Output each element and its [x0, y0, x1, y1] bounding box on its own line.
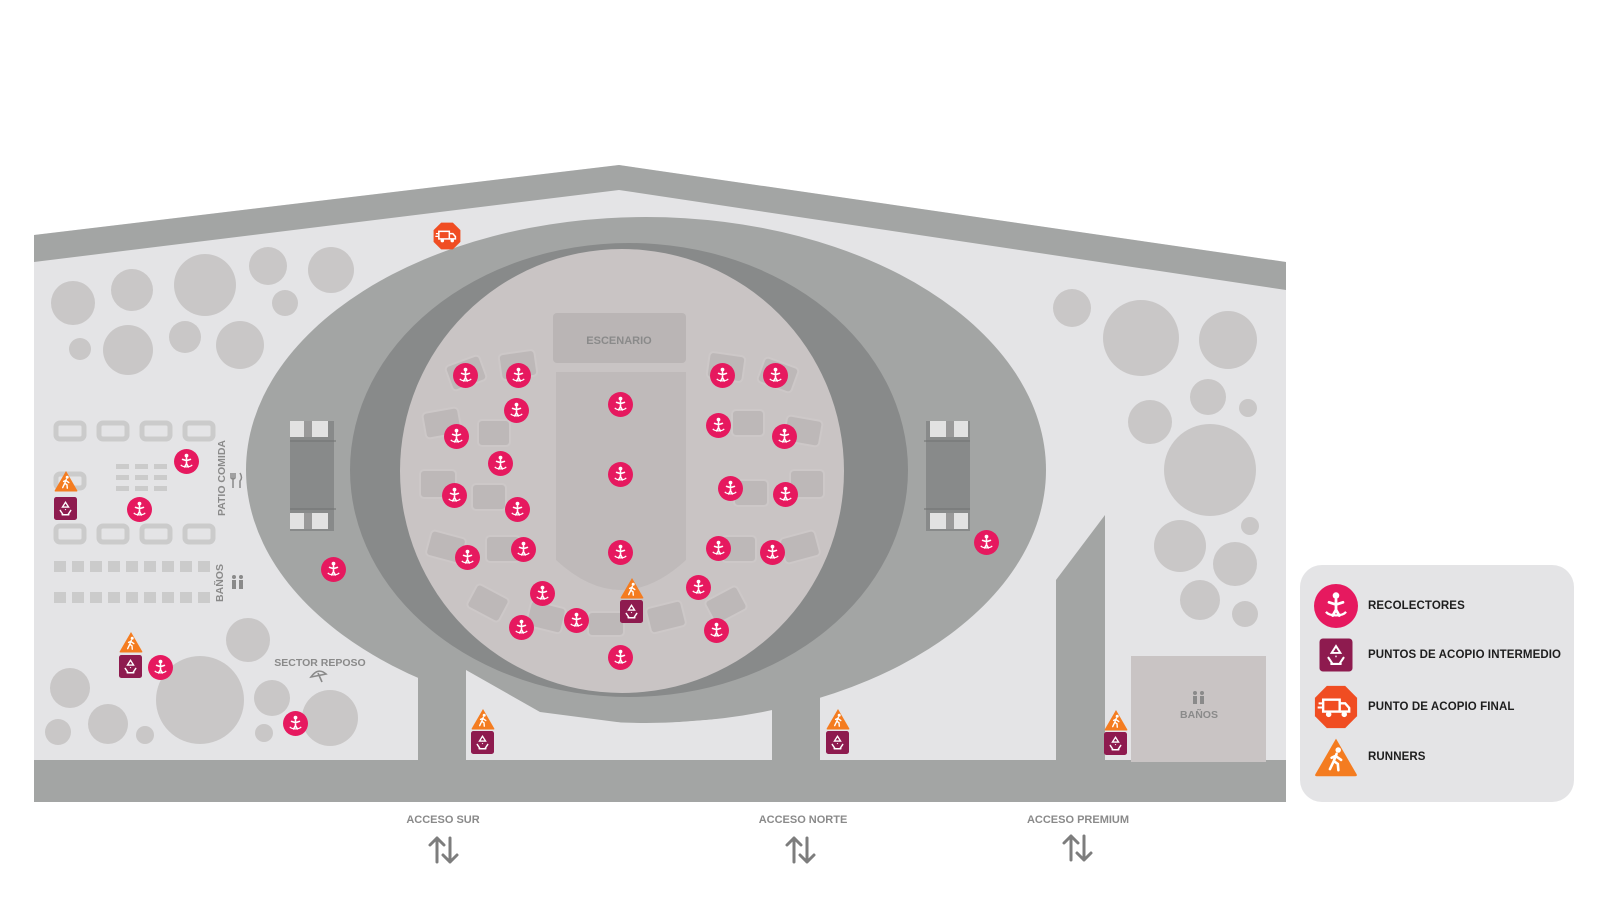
- collector-icon[interactable]: [564, 608, 589, 633]
- legend-label: RUNNERS: [1368, 751, 1426, 763]
- food-court-label: PATIO COMIDA: [216, 440, 228, 516]
- collector-icon[interactable]: [704, 618, 729, 643]
- collector-icon[interactable]: [453, 363, 478, 388]
- runner-icon: [1314, 735, 1358, 779]
- gate-left: [290, 421, 336, 531]
- stage: [553, 313, 686, 363]
- legend-label: RECOLECTORES: [1368, 600, 1465, 612]
- collector-icon[interactable]: [760, 540, 785, 565]
- collector-icon[interactable]: [442, 483, 467, 508]
- stage-label: ESCENARIO: [586, 335, 652, 347]
- inner-lot-right: [820, 590, 1056, 760]
- collector-icon[interactable]: [174, 449, 199, 474]
- recycle-icon[interactable]: [119, 655, 142, 678]
- legend-item-final: PUNTO DE ACOPIO FINAL: [1314, 685, 1515, 729]
- truck-icon[interactable]: [433, 222, 461, 250]
- rest-area-label: SECTOR REPOSO: [274, 657, 365, 669]
- perimeter-road-top: [34, 165, 1286, 290]
- restroom-building-east: [1131, 656, 1266, 762]
- access-sur-arrows-icon: [428, 836, 459, 864]
- recycle-icon[interactable]: [1104, 732, 1127, 755]
- map-legend: RECOLECTORES PUNTOS DE ACOPIO INTERMEDIO…: [1300, 565, 1574, 802]
- collector-icon[interactable]: [504, 398, 529, 423]
- inner-lot-left: [466, 670, 772, 760]
- truck-icon: [1314, 685, 1358, 729]
- collector-icon[interactable]: [530, 581, 555, 606]
- collector-icon[interactable]: [506, 363, 531, 388]
- collector-icon[interactable]: [608, 392, 633, 417]
- collector-icon[interactable]: [509, 615, 534, 640]
- legend-label: PUNTO DE ACOPIO FINAL: [1368, 701, 1515, 713]
- access-premium-label: ACCESO PREMIUM: [1027, 814, 1129, 826]
- umbrella-icon: [309, 670, 328, 683]
- trees-east: [1053, 289, 1259, 627]
- access-norte-label: ACCESO NORTE: [759, 814, 848, 826]
- restroom-icon-east: [1193, 691, 1204, 704]
- access-road-premium: [1056, 515, 1105, 762]
- fork-knife-icon: [230, 472, 243, 488]
- collector-icon[interactable]: [706, 413, 731, 438]
- collector-icon[interactable]: [511, 537, 536, 562]
- recycle-icon[interactable]: [620, 600, 643, 623]
- access-road-norte: [772, 680, 820, 762]
- collector-icon[interactable]: [444, 424, 469, 449]
- collector-icon[interactable]: [488, 451, 513, 476]
- collector-icon[interactable]: [706, 536, 731, 561]
- legend-item-intermediate: PUNTOS DE ACOPIO INTERMEDIO: [1314, 633, 1561, 677]
- collector-icon: [1314, 584, 1358, 628]
- collector-icon[interactable]: [608, 645, 633, 670]
- recycle-icon[interactable]: [826, 731, 849, 754]
- recycle-icon[interactable]: [54, 497, 77, 520]
- collector-icon[interactable]: [148, 655, 173, 680]
- access-sur-label: ACCESO SUR: [406, 814, 479, 826]
- restroom-cabins-west: [54, 561, 210, 603]
- food-tables: [116, 464, 167, 491]
- collector-icon[interactable]: [718, 476, 743, 501]
- collector-icon[interactable]: [773, 482, 798, 507]
- restrooms-east-label: BAÑOS: [1180, 708, 1218, 721]
- legend-item-collectors: RECOLECTORES: [1314, 584, 1465, 628]
- access-norte-arrows-icon: [785, 836, 816, 864]
- restroom-icon-west: [232, 575, 243, 589]
- collector-icon[interactable]: [710, 363, 735, 388]
- collector-icon[interactable]: [505, 497, 530, 522]
- collector-icon[interactable]: [455, 545, 480, 570]
- trees-west: [45, 247, 358, 746]
- gate-right: [924, 421, 970, 531]
- collector-icon[interactable]: [763, 363, 788, 388]
- access-road-sur: [418, 640, 466, 762]
- collector-icon[interactable]: [974, 530, 999, 555]
- access-premium-arrows-icon: [1062, 834, 1093, 862]
- restrooms-west-label: BAÑOS: [213, 564, 226, 602]
- recycle-icon: [1319, 638, 1353, 672]
- recycle-icon[interactable]: [471, 731, 494, 754]
- collector-icon[interactable]: [127, 497, 152, 522]
- collector-icon[interactable]: [321, 557, 346, 582]
- collector-icon[interactable]: [283, 711, 308, 736]
- collector-icon[interactable]: [772, 424, 797, 449]
- legend-item-runners: RUNNERS: [1314, 735, 1426, 779]
- perimeter-road-bottom: [34, 760, 1286, 802]
- legend-label: PUNTOS DE ACOPIO INTERMEDIO: [1368, 649, 1562, 661]
- collector-icon[interactable]: [608, 462, 633, 487]
- collector-icon[interactable]: [608, 540, 633, 565]
- collector-icon[interactable]: [686, 575, 711, 600]
